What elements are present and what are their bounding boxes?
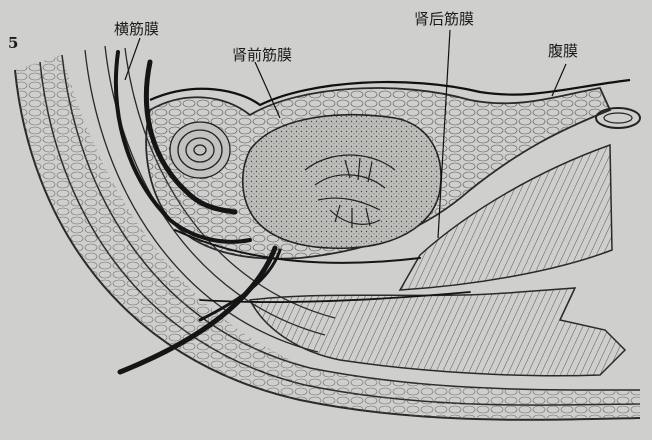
label-peritoneum: 腹膜 [548,44,578,59]
kidney-texture [243,115,441,249]
label-posterior-renal-fascia: 肾后筋膜 [414,12,474,27]
label-anterior-renal-fascia: 肾前筋膜 [232,48,292,63]
colon [170,122,230,178]
label-transversalis-fascia: 横筋膜 [114,22,159,37]
figure-number: 5 [8,34,18,52]
vessel-cross-section [596,108,640,128]
